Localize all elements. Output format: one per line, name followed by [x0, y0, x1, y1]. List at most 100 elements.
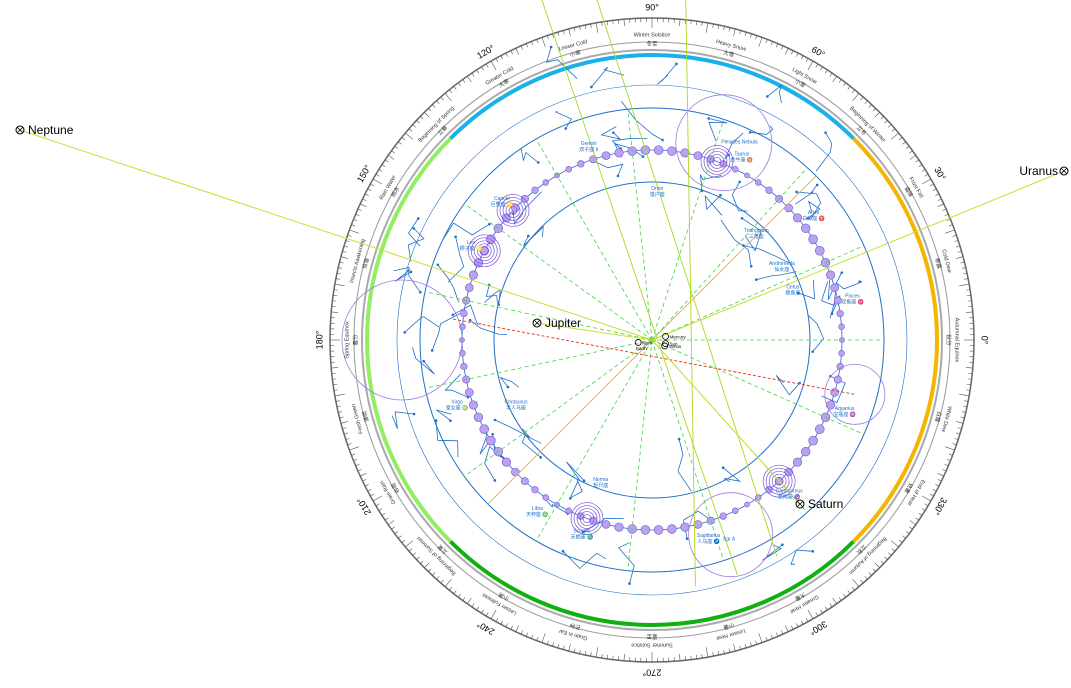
- degree-tick: [412, 552, 416, 556]
- constellation-cn-label: 双鱼座 ♓: [841, 298, 864, 305]
- degree-tick: [471, 72, 475, 77]
- degree-tick: [864, 100, 868, 104]
- degree-tick: [416, 556, 420, 560]
- constellation-line: [542, 495, 568, 514]
- degree-ticks: [330, 18, 974, 662]
- degree-tick: [412, 124, 416, 128]
- constellation-line: [494, 419, 530, 438]
- degree-tick: [909, 520, 916, 525]
- star-point: [527, 234, 530, 238]
- degree-tick: [966, 294, 971, 297]
- degree-tick: [957, 427, 962, 430]
- constellation-line: [469, 319, 508, 335]
- planet-label: Saturn: [808, 497, 843, 511]
- star-point: [742, 244, 745, 247]
- constellation-line: [827, 272, 843, 300]
- star-point: [449, 419, 452, 423]
- degree-tick: [888, 552, 892, 556]
- solar-term-cn: 清明: [360, 410, 371, 423]
- degree-tick: [705, 647, 709, 658]
- degree-tick: [956, 432, 961, 435]
- solar-term-label: Autumnal Equinox: [954, 318, 960, 363]
- degree-tick: [495, 58, 499, 63]
- solar-term-label: Summer Solstice: [631, 642, 673, 648]
- degree-tick: [935, 484, 940, 487]
- degree-tick: [884, 556, 888, 560]
- degree-tick: [546, 640, 549, 645]
- constellation-label: Triangulum: [744, 228, 769, 234]
- degree-tick: [909, 150, 913, 154]
- constellation-line: [704, 194, 723, 216]
- star-point: [749, 265, 753, 268]
- degree-tick: [929, 183, 934, 187]
- degree-tick: [852, 578, 860, 587]
- degree-tick: [347, 234, 352, 237]
- degree-tick: [929, 493, 934, 497]
- constellation-cn-label: 巨蟹座 ♋: [491, 201, 514, 208]
- zodiac-bead: [732, 507, 739, 514]
- degree-tick: [695, 21, 698, 26]
- cluster-ring: [576, 508, 598, 529]
- constellation-line: [393, 267, 421, 293]
- degree-tick: [370, 493, 375, 497]
- degree-tick: [333, 389, 338, 391]
- constellation-line: [499, 376, 520, 388]
- constellation-line: [796, 191, 822, 221]
- degree-tick: [562, 645, 565, 650]
- zodiac-bead: [460, 309, 468, 318]
- degree-tick: [367, 188, 372, 191]
- constellation-line: [741, 217, 762, 252]
- star-point: [796, 291, 800, 295]
- degree-label: 210°: [355, 495, 373, 516]
- cluster-ring: [712, 157, 722, 166]
- constellation-line: [618, 542, 635, 584]
- degree-tick: [573, 27, 576, 32]
- zodiac-bead: [520, 194, 529, 203]
- degree-tick: [360, 472, 367, 477]
- constellation-line: [591, 66, 625, 88]
- degree-tick: [966, 383, 971, 386]
- degree-tick: [343, 432, 348, 435]
- zodiac-bead: [520, 477, 529, 486]
- cluster-ring: [771, 473, 787, 489]
- degree-tick: [408, 128, 413, 132]
- constellation-line: [756, 271, 797, 281]
- cluster-ring: [470, 237, 498, 265]
- degree-tick: [952, 443, 957, 446]
- degree-tick: [815, 63, 819, 68]
- degree-tick: [956, 245, 961, 248]
- degree-tick: [331, 367, 339, 369]
- zodiac-bead: [732, 166, 739, 173]
- degree-tick: [909, 526, 913, 530]
- degree-tick: [623, 653, 625, 661]
- season-arc: [852, 339, 939, 543]
- zodiac-bead: [577, 160, 585, 168]
- star-point: [451, 313, 455, 317]
- degree-tick: [595, 22, 599, 33]
- degree-tick: [921, 508, 926, 511]
- solar-term-cn: 大雪: [722, 48, 735, 59]
- degree-tick: [717, 24, 720, 30]
- cluster-ring: [496, 194, 530, 227]
- inner-body-label: Sun: [670, 342, 679, 347]
- star-point: [488, 222, 491, 226]
- degree-tick: [378, 508, 383, 511]
- degree-tick: [890, 132, 899, 140]
- constellation-line: [750, 125, 774, 135]
- degree-tick: [357, 469, 362, 472]
- constellation-cn-label: 室女座 ♍: [446, 404, 469, 411]
- constellation-cn-label: 半人马座: [506, 404, 526, 411]
- star-point: [740, 217, 744, 220]
- zodiac-bead: [542, 494, 549, 501]
- cluster-ring: [706, 151, 728, 172]
- degree-tick: [562, 30, 565, 35]
- degree-tick: [712, 652, 714, 657]
- degree-tick: [807, 60, 814, 70]
- degree-tick: [335, 278, 340, 280]
- cluster-ring: [700, 145, 734, 178]
- degree-tick: [601, 21, 603, 26]
- zodiac-bead: [693, 520, 703, 529]
- star-point: [416, 217, 420, 220]
- degree-tick: [868, 572, 872, 576]
